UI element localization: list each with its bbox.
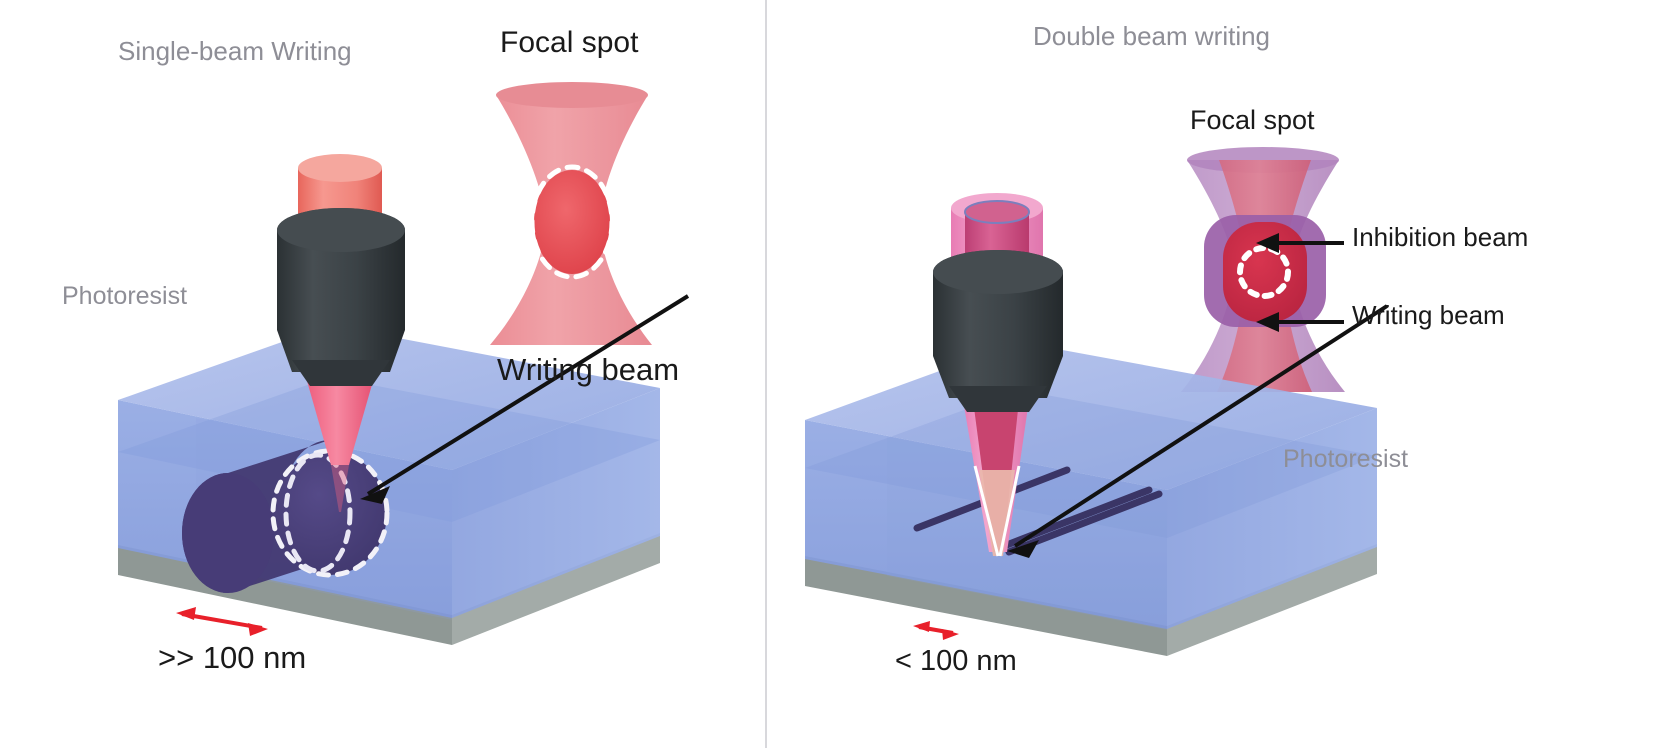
label-focal-spot-left: Focal spot bbox=[500, 26, 639, 59]
incoming-inner-cylinder-top bbox=[964, 200, 1030, 224]
label-inhibition-beam: Inhibition beam bbox=[1352, 222, 1529, 252]
writing-beam-label-pointer bbox=[1256, 312, 1344, 332]
photoresist-side-face bbox=[452, 388, 660, 618]
photoresist-block-right bbox=[805, 342, 1377, 656]
written-cylinder-end-cap bbox=[182, 473, 274, 593]
photoresist-internal-plane bbox=[118, 377, 660, 522]
focal-spot-diagram-left bbox=[490, 82, 652, 345]
writing-beam-pointer-right bbox=[1007, 304, 1389, 558]
label-photoresist-right: Photoresist bbox=[1283, 445, 1409, 473]
objective-lens-left bbox=[277, 154, 405, 386]
written-voxel-dashed-outline-outer bbox=[270, 448, 390, 578]
label-photoresist-left: Photoresist bbox=[62, 282, 188, 310]
label-writing-beam-right: Writing beam bbox=[1352, 300, 1505, 330]
incoming-beam-cylinder-top bbox=[298, 154, 382, 182]
photoresist-block-left bbox=[118, 325, 660, 645]
focal-spot-diagram-right bbox=[1181, 147, 1345, 392]
label-focal-spot-right: Focal spot bbox=[1190, 105, 1315, 135]
scale-arrow-right bbox=[913, 621, 959, 640]
panel-title-double-beam: Double beam writing bbox=[1033, 21, 1271, 51]
substrate-front-right bbox=[805, 556, 1167, 656]
inhibition-beam-pointer bbox=[1256, 233, 1344, 253]
panel-divider bbox=[765, 0, 767, 748]
label-scale-right: < 100 nm bbox=[895, 645, 1017, 677]
scale-arrow-left bbox=[176, 607, 268, 636]
writing-beam-pointer-left bbox=[360, 294, 690, 504]
written-feature-left bbox=[182, 440, 390, 593]
objective-nose-right bbox=[949, 386, 1047, 412]
double-beam-cone-right bbox=[963, 400, 1029, 557]
label-scale-left: >> 100 nm bbox=[158, 640, 307, 675]
written-voxel-sphere bbox=[273, 451, 387, 575]
beam-cone-lower-faded bbox=[331, 465, 349, 512]
written-voxel-dashed-outline-inner bbox=[283, 452, 353, 574]
focal-voxel-dashed-outline-right bbox=[1237, 245, 1291, 299]
photoresist-side-face-right bbox=[1167, 408, 1377, 629]
objective-lens-right bbox=[933, 193, 1063, 412]
objective-barrel-top-right bbox=[933, 250, 1063, 294]
focal-core bbox=[534, 170, 610, 274]
focal-envelope-top-cap bbox=[496, 82, 648, 108]
beam-cone-tip-outline bbox=[973, 465, 1021, 557]
panel-double-beam: Double beam writing Focal spot Inhibitio… bbox=[767, 0, 1659, 748]
objective-barrel-top bbox=[277, 208, 405, 252]
substrate-side-right bbox=[1167, 544, 1377, 656]
label-writing-beam-left: Writing beam bbox=[497, 352, 680, 387]
objective-nose bbox=[292, 360, 390, 386]
panel-single-beam: Single-beam Writing Focal spot Writing b… bbox=[0, 0, 765, 748]
writing-core bbox=[1223, 222, 1307, 322]
focal-voxel-dashed-outline bbox=[529, 164, 615, 280]
double-beam-artwork bbox=[805, 147, 1389, 656]
photoresist-top-face bbox=[118, 325, 660, 470]
photoresist-internal-plane-right bbox=[805, 390, 1377, 538]
substrate-side bbox=[452, 533, 660, 645]
writing-beam-cone-left bbox=[307, 381, 373, 512]
single-beam-artwork bbox=[118, 82, 690, 645]
panel-title-single-beam: Single-beam Writing bbox=[118, 36, 352, 66]
beam-cone-upper bbox=[307, 381, 373, 465]
